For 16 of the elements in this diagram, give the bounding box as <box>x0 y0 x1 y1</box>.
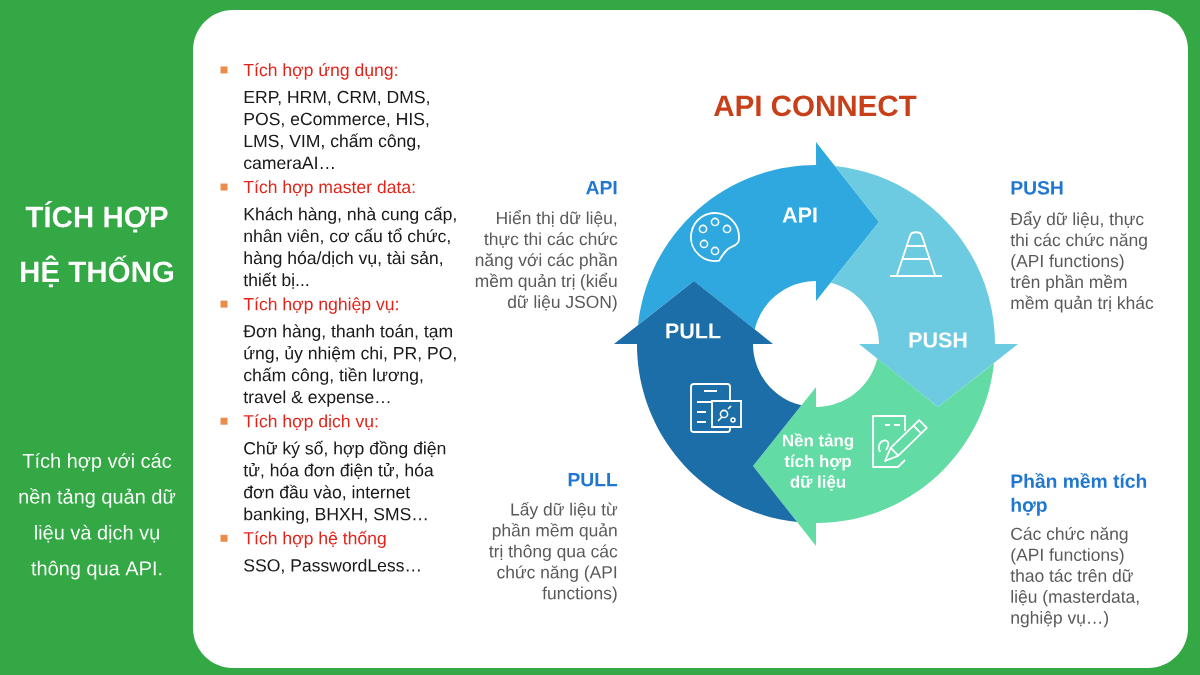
ring-segment: Nền tảng tích hợp dữ liệu <box>753 358 994 546</box>
list-text: Đơn hàng, thanh toán, tạm ứng, ủy nhiệm chi, PR, PO, chấm công, tiền lương, travel & expense… <box>243 324 456 407</box>
list-heading: Tích hợp master data: <box>243 180 415 197</box>
side-description: Các chức năng (API functions) thao tác trên dữ liệu (masterdata, nghiệp vụ…) <box>1010 527 1139 628</box>
list-heading: Tích hợp dịch vụ: <box>243 414 378 431</box>
list-heading: Tích hợp ứng dụng: <box>243 63 397 80</box>
side-heading: API <box>586 181 617 195</box>
list-heading: Tích hợp nghiệp vụ: <box>243 297 398 314</box>
list-text: Khách hàng, nhà cung cấp, nhân viên, cơ cấu tổ chức, hàng hóa/dịch vụ, tài sản, thiết bị... <box>243 206 456 289</box>
list-text: SSO, PasswordLess… <box>244 558 420 574</box>
diagram-heading: API CONNECT <box>714 95 917 117</box>
list-heading: Tích hợp hệ thống <box>243 530 386 548</box>
list-text: Chữ ký số, hợp đồng điện tử, hóa đơn điện tử, hóa đơn đầu vào, internet banking, BHXH, SMS… <box>243 440 446 524</box>
slide-title: TÍCH HỢP HỆ THỐNG <box>21 201 174 288</box>
list-text: ERP, HRM, CRM, DMS, POS, eCommerce, HIS, LMS, VIM, chấm công, cameraAI… <box>244 90 429 170</box>
intro-text: Tích hợp với các nền tảng quản dữ liệu và dịch vụ thông qua API. <box>19 453 176 580</box>
